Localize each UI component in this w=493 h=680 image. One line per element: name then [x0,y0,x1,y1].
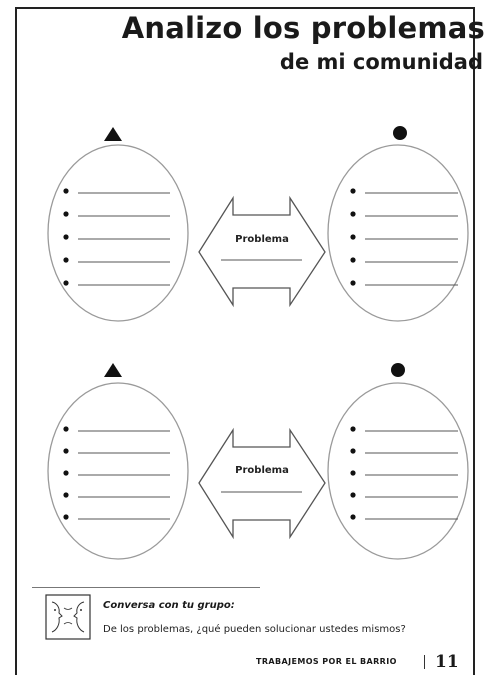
bullet-dot [63,492,69,498]
bullet-dot [63,280,69,286]
bullet-dot [350,426,356,432]
double-arrow-shape [198,195,326,308]
triangle-icon [104,363,122,377]
bullet-list [350,188,458,286]
bullet-dot [63,514,69,520]
bullet-list [63,426,170,520]
talk-question: De los problemas, ¿qué pueden solucionar… [103,624,406,635]
page-title: Analizo los problemas [121,11,485,45]
page-number: 11 [435,652,459,672]
bullet-dot [63,470,69,476]
talk-heading: Conversa con tu grupo: [103,600,235,611]
bullet-dot [63,234,69,240]
answer-oval [327,144,469,322]
circle-icon [391,363,405,377]
bullet-list [63,188,170,286]
problem-label: Problema [235,234,289,245]
bullet-dot [350,280,356,286]
footer-separator [424,655,425,669]
bullet-dot [350,188,356,194]
page-subtitle: de mi comunidad [279,50,483,74]
bullet-dot [350,234,356,240]
group-talk-icon [45,594,91,640]
circle-icon [393,126,407,140]
triangle-icon [104,127,122,141]
bullet-dot [63,448,69,454]
answer-oval [327,382,469,560]
answer-oval [47,382,189,560]
bullet-dot [63,257,69,263]
bullet-dot [350,448,356,454]
problem-label: Problema [235,465,289,476]
bullet-dot [63,188,69,194]
double-arrow-shape [198,427,326,540]
divider [32,587,260,588]
bullet-dot [63,211,69,217]
bullet-dot [63,426,69,432]
bullet-dot [350,257,356,263]
bullet-dot [350,514,356,520]
bullet-dot [350,211,356,217]
footer-title: TRABAJEMOS POR EL BARRIO [256,657,397,666]
bullet-dot [350,492,356,498]
worksheet-page [15,7,475,675]
bullet-dot [350,470,356,476]
answer-oval [47,144,189,322]
bullet-list [350,426,458,520]
